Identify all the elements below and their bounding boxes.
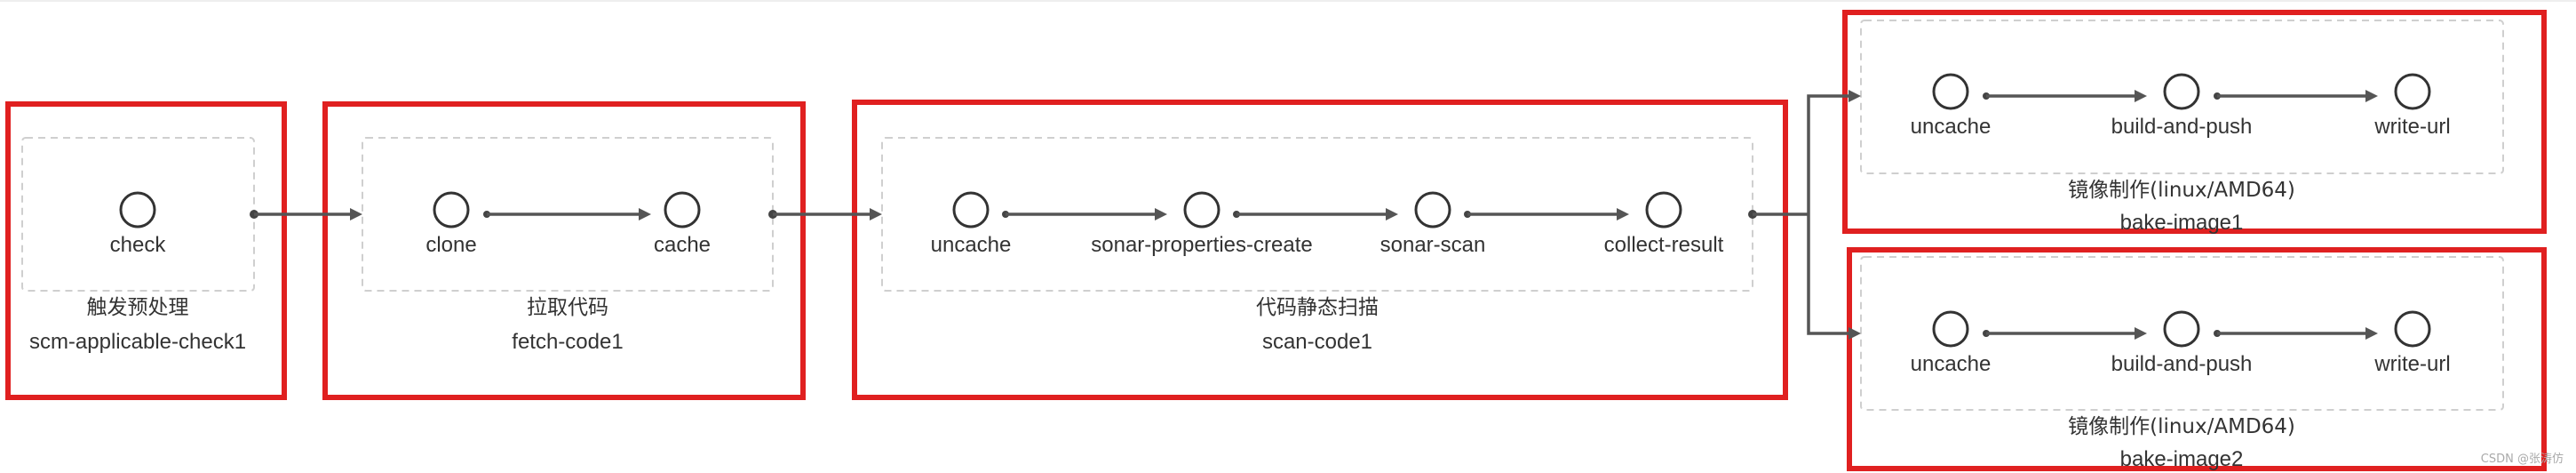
step-label: sonar-scan [1380,233,1486,257]
step-label: collect-result [1604,233,1724,257]
stage-highlight-box [5,101,287,400]
step-label: uncache [1911,352,1992,376]
stage-scm-applicable-check1[interactable]: check 触发预处理 scm-applicable-check1 [5,101,287,400]
stage-title: 拉取代码 [527,296,608,319]
step-node[interactable]: check [110,191,167,257]
stage-title: 触发预处理 [87,296,189,319]
arrow-stage3-fork [1748,90,1861,340]
step-node[interactable]: write-url [2373,310,2451,376]
step-node[interactable]: collect-result [1604,191,1724,257]
stage-highlight-box [1847,247,2547,471]
watermark: CSDN @张涛仿 [2481,452,2564,466]
step-label: sonar-properties-create [1091,233,1312,257]
stage-highlight-box [1842,10,2547,234]
stage-highlight-box [852,100,1788,400]
step-circle [1932,310,1969,348]
step-label: cache [654,233,711,257]
step-node[interactable]: sonar-properties-create [1091,191,1313,257]
connectors [250,90,2378,340]
step-node[interactable]: uncache [1911,73,1992,139]
stage-fetch-code1[interactable]: clone cache 拉取代码 fetch-code1 [322,101,806,400]
step-label: build-and-push [2111,115,2253,139]
step-circle [1183,191,1220,228]
step-label: uncache [1911,115,1992,139]
arrow-stage1-stage2 [250,208,362,220]
stage-id: fetch-code1 [512,330,623,354]
arrow-sonar-scan-collect-result [1464,208,1629,220]
arrow-uncache-sonar-properties-create [1002,208,1167,220]
step-node[interactable]: clone [425,191,477,257]
stage-highlight-box [322,101,806,400]
step-circle [433,191,470,228]
step-label: write-url [2373,352,2450,376]
stage-id: bake-image1 [2120,211,2244,235]
step-circle [2163,73,2200,110]
step-label: uncache [931,233,1012,257]
step-node[interactable]: cache [654,191,711,257]
step-circle [2394,73,2431,110]
step-node[interactable]: uncache [931,191,1012,257]
step-label: clone [425,233,476,257]
step-node[interactable]: sonar-scan [1380,191,1486,257]
stage-inner-box [362,137,774,292]
stage-id: scm-applicable-check1 [29,330,246,354]
arrow-stage2-stage3 [768,208,882,220]
arrow-bake1-uncache-build [1983,90,2147,102]
step-label: write-url [2373,115,2450,139]
step-node[interactable]: build-and-push [2111,310,2253,376]
arrow-bake2-build-write [2214,327,2378,340]
step-node[interactable]: build-and-push [2111,73,2253,139]
stage-title: 镜像制作(linux/AMD64) [2068,179,2295,202]
step-circle [1932,73,1969,110]
arrow-clone-cache [483,208,651,220]
step-circle [2163,310,2200,348]
step-label: check [110,233,167,257]
stage-inner-box [1860,20,2504,174]
stage-id: scan-code1 [1262,330,1372,354]
step-circle [952,191,990,228]
step-circle [1645,191,1682,228]
stage-scan-code1[interactable]: uncache sonar-properties-create sonar-sc… [852,100,1788,400]
stage-bake-image2[interactable]: uncache build-and-push write-url 镜像制作(li… [1847,247,2547,471]
top-divider [0,0,2576,2]
stage-bake-image1[interactable]: uncache build-and-push write-url 镜像制作(li… [1842,10,2547,235]
step-circle [119,191,156,228]
step-label: build-and-push [2111,352,2253,376]
step-node[interactable]: write-url [2373,73,2451,139]
arrow-sonar-properties-create-sonar-scan [1233,208,1398,220]
arrow-bake1-build-write [2214,90,2378,102]
arrow-bake2-uncache-build [1983,327,2147,340]
step-node[interactable]: uncache [1911,310,1992,376]
step-circle [664,191,701,228]
step-circle [1414,191,1451,228]
step-circle [2394,310,2431,348]
stage-title: 代码静态扫描 [1256,296,1379,319]
stage-title: 镜像制作(linux/AMD64) [2068,415,2295,438]
stage-id: bake-image2 [2120,447,2244,471]
